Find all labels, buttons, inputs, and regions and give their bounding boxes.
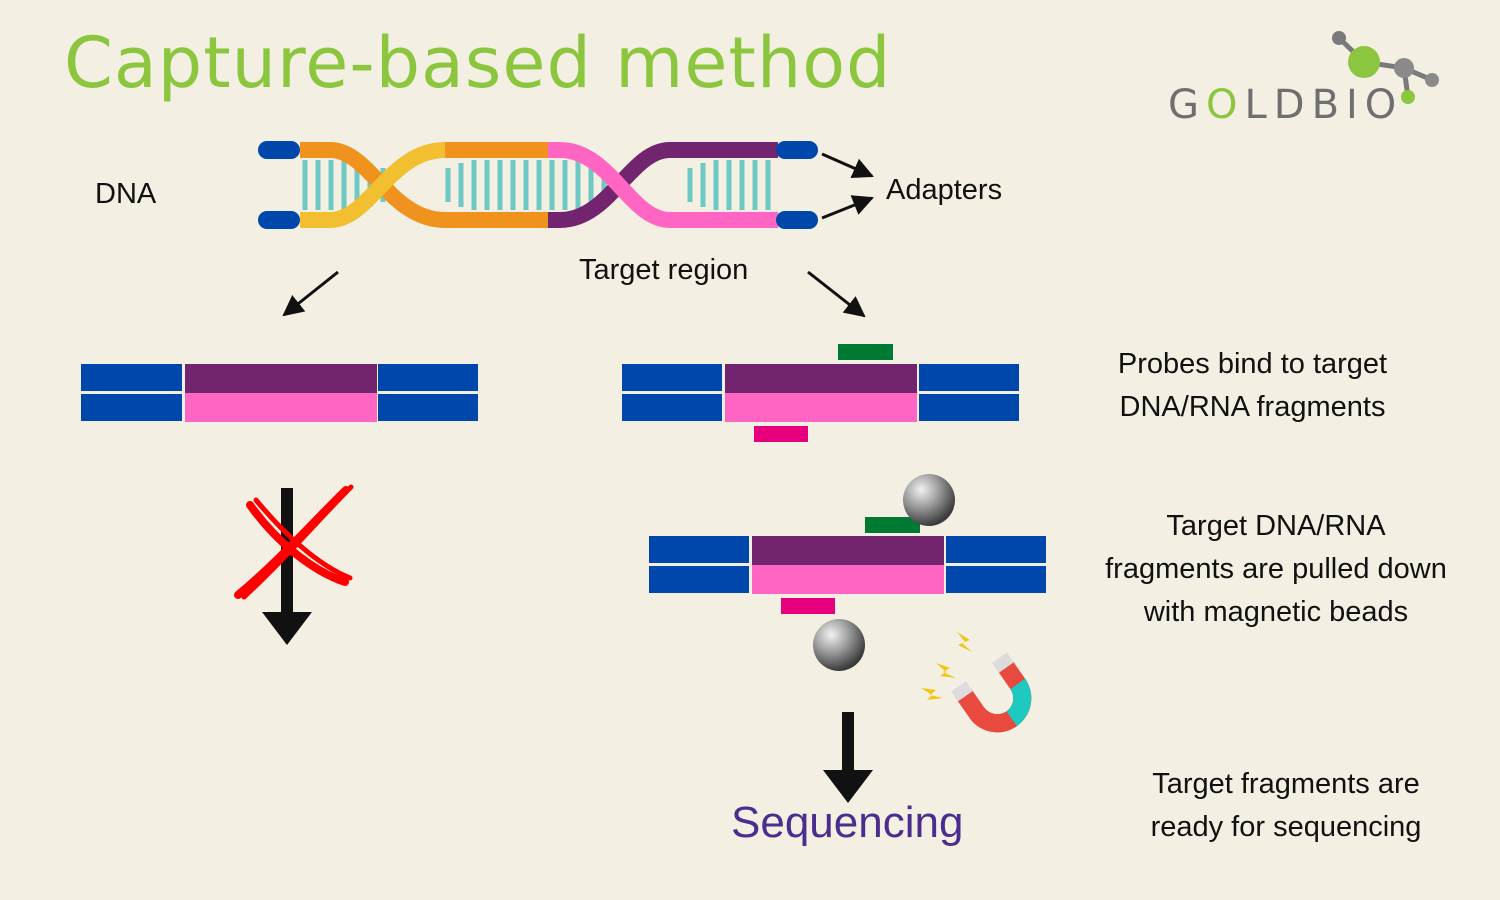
step-ready-line1: Target fragments are: [1152, 768, 1420, 800]
branch-arrow-right: [807, 270, 866, 318]
logo-highlight: O: [1206, 82, 1245, 128]
step-pulldown-text: Target DNA/RNA fragments are pulled down…: [1075, 505, 1477, 634]
spark-icon: [921, 632, 972, 700]
step-probes-text: Probes bind to target DNA/RNA fragments: [1080, 343, 1425, 429]
logo-suffix: LDBIO: [1244, 82, 1404, 128]
dna-helix: [258, 141, 818, 229]
step-ready-line2: ready for sequencing: [1150, 811, 1422, 843]
red-x-icon: [234, 484, 354, 600]
step-ready-text: Target fragments are ready for sequencin…: [1110, 763, 1462, 849]
step-probes-line2: DNA/RNA fragments: [1119, 391, 1386, 423]
magnet-icon: [951, 652, 1032, 733]
adapter-arrow-bottom: [821, 195, 874, 220]
probe-top-2: [865, 517, 920, 533]
magnetic-bead-bottom: [813, 619, 865, 671]
step-pulldown-line1: Target DNA/RNA: [1166, 510, 1386, 542]
adapter-arrow-top: [821, 152, 874, 178]
fragment-probe-bound: [622, 344, 1019, 442]
logo-molecule-icon: [1332, 31, 1439, 104]
step-probes-line1: Probes bind to target: [1117, 348, 1388, 380]
fragment-bead-pulldown: [649, 474, 1046, 671]
branch-arrow-left: [282, 270, 339, 317]
probe-bottom: [754, 426, 808, 442]
goldbio-logo: GOLDBIO®: [1168, 82, 1413, 128]
logo-prefix: G: [1168, 82, 1206, 128]
step-pulldown-line3: with magnetic beads: [1143, 596, 1409, 628]
magnetic-bead-top: [903, 474, 955, 526]
adapters-label: Adapters: [886, 174, 1003, 206]
probe-top: [838, 344, 893, 360]
probe-bottom-2: [781, 598, 835, 614]
helix-adapters: [258, 141, 818, 229]
sequencing-label: Sequencing: [731, 798, 964, 847]
dna-label: DNA: [95, 178, 157, 210]
sequencing-arrow: [823, 712, 873, 803]
target-region-label: Target region: [579, 254, 749, 286]
step-pulldown-line2: fragments are pulled down: [1105, 553, 1447, 585]
page-title: Capture-based method: [64, 22, 892, 104]
fragment-unbound: [81, 364, 478, 422]
rejected-path: [234, 484, 354, 645]
